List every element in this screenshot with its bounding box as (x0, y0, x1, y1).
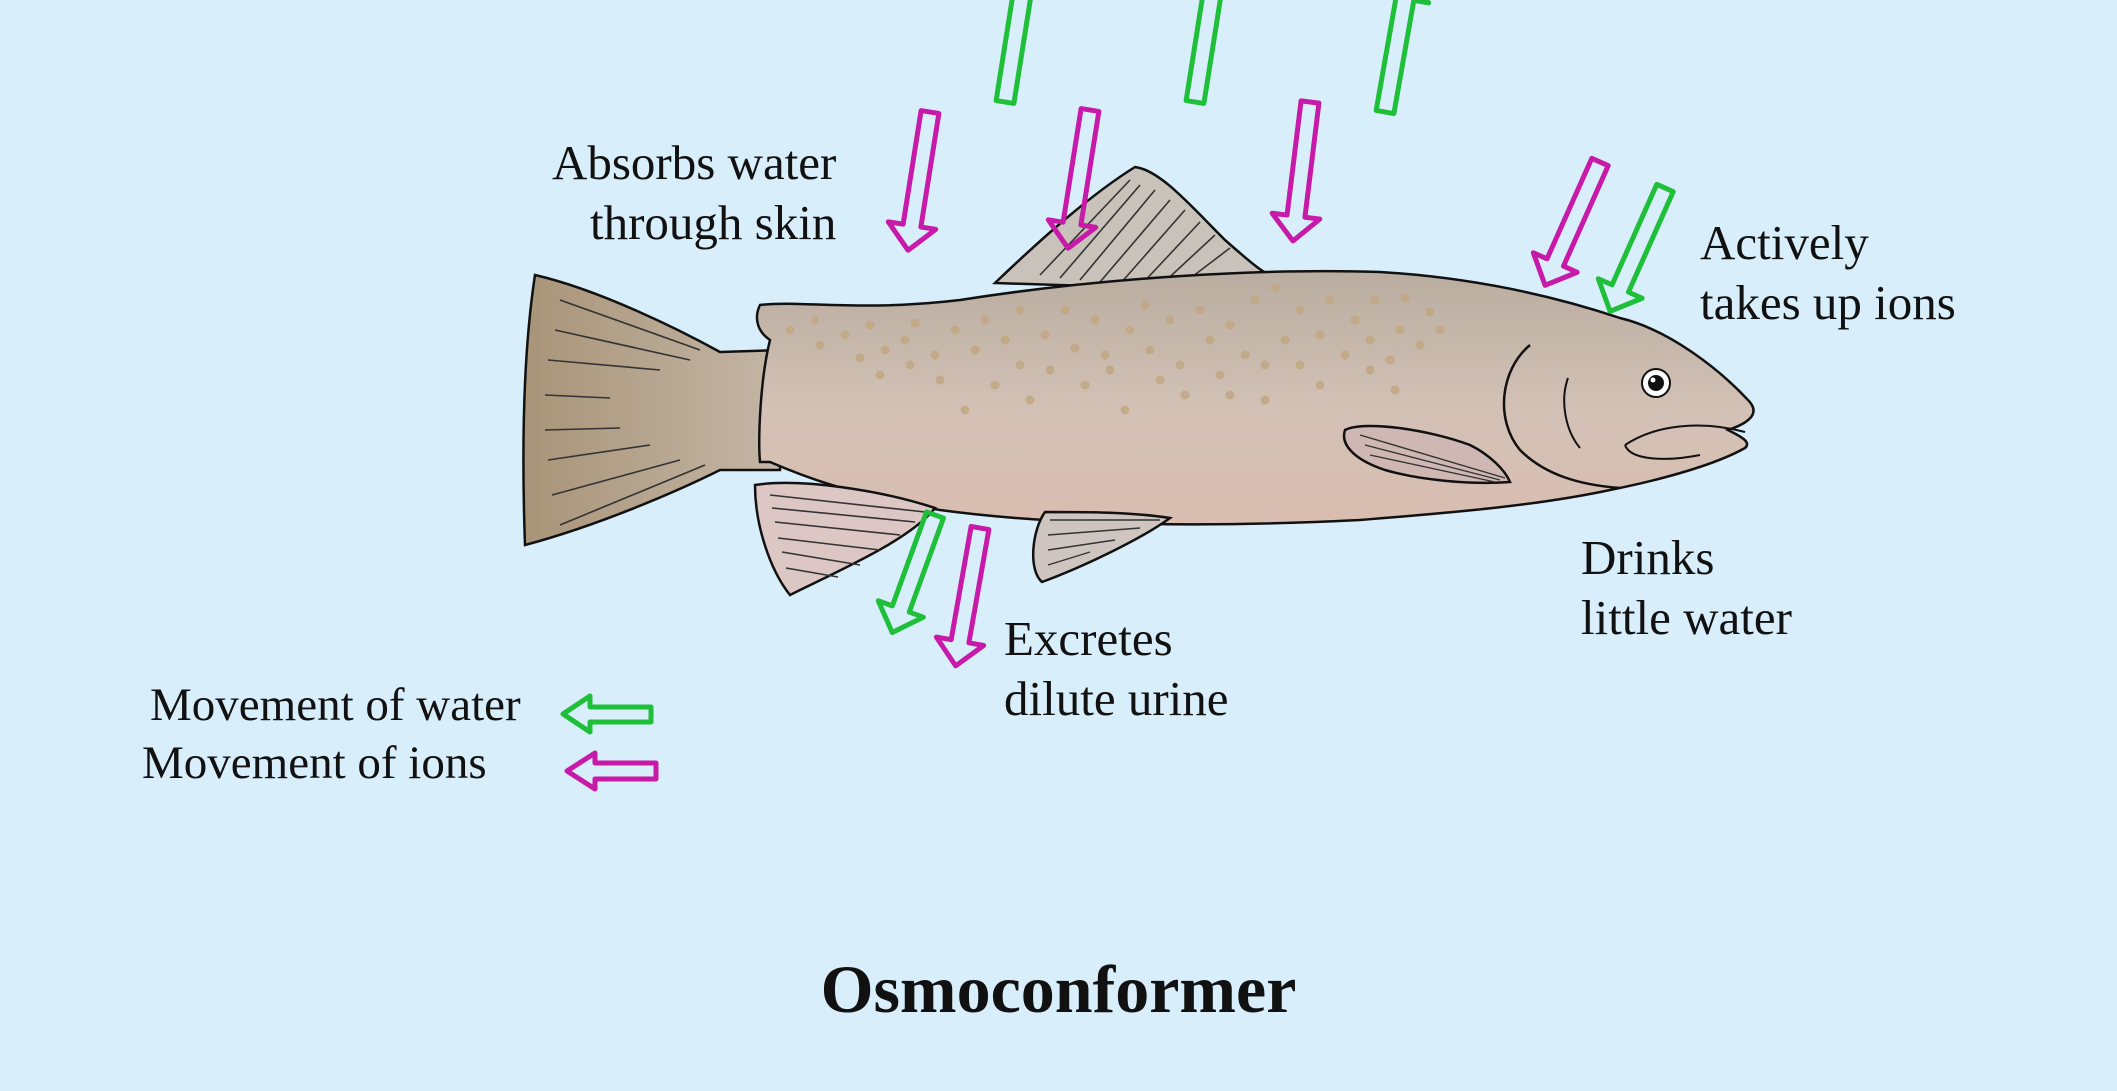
water-arrow-up-3 (1373, 0, 1432, 117)
legend-ion-arrow-icon (564, 750, 659, 792)
label-drinks-line-2: little water (1581, 589, 1792, 645)
label-drinks-little-water: Drinks little water (1581, 528, 1792, 648)
label-drinks-line-1: Drinks (1581, 530, 1715, 585)
label-excretes-line-1: Excretes (1004, 611, 1173, 666)
label-excretes-line-2: dilute urine (1004, 670, 1229, 726)
legend-ions-label: Movement of ions (142, 737, 487, 789)
fish-head (1502, 344, 1621, 490)
legend-water-arrow-icon (560, 693, 654, 735)
ion-arrow-down-2 (1045, 106, 1102, 251)
water-arrow-in-head (1595, 181, 1676, 314)
fish-body (755, 269, 1755, 526)
flux-arrows (875, 0, 1676, 669)
anal-fin (1031, 510, 1174, 584)
label-absorbs-line-1: Absorbs water (551, 135, 837, 190)
trout-illustration (522, 165, 1755, 597)
ion-arrow-down-3 (1269, 98, 1323, 244)
ion-arrow-out-urine (933, 523, 992, 669)
ion-arrow-in-head (1530, 155, 1611, 288)
water-arrow-out-urine (875, 509, 946, 635)
label-absorbs-line-2: through skin (590, 194, 837, 250)
water-arrow-up-1 (993, 0, 1050, 106)
tail-fin (522, 273, 782, 547)
legend-water-label: Movement of water (150, 679, 521, 731)
eye-icon (1641, 368, 1671, 398)
label-ions-line-1: Actively (1700, 215, 1869, 270)
ion-arrow-down-1 (885, 108, 942, 253)
label-takes-up-ions: Actively takes up ions (1700, 213, 1956, 333)
water-arrow-up-2 (1183, 0, 1240, 106)
label-ions-line-2: takes up ions (1700, 274, 1956, 330)
label-absorbs-water: Absorbs water through skin (548, 133, 836, 253)
label-excretes-urine: Excretes dilute urine (1004, 609, 1229, 729)
diagram-title: Osmoconformer (820, 951, 1297, 1027)
